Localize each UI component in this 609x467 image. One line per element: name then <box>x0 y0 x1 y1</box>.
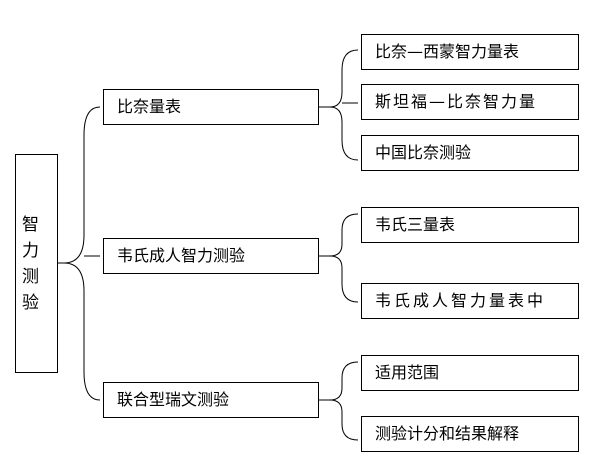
branch1-brace <box>319 49 359 161</box>
leaf-node: 斯坦福—比奈智力量 <box>361 84 579 120</box>
root-char: 力 <box>22 240 39 261</box>
leaf-node: 韦氏三量表 <box>361 207 579 243</box>
leaf-node: 适用范围 <box>361 355 579 391</box>
branch2-brace <box>319 213 359 303</box>
branch-node-wechsler: 韦氏成人智力测验 <box>103 238 319 274</box>
leaf-node: 比奈—西蒙智力量表 <box>361 34 579 70</box>
leaf-node: 中国比奈测验 <box>361 135 579 171</box>
branch3-brace <box>319 361 359 441</box>
branch-node-raven: 联合型瑞文测验 <box>103 382 319 418</box>
root-char: 验 <box>22 292 39 313</box>
leaf-node: 测验计分和结果解释 <box>361 416 579 452</box>
root-brace <box>58 106 101 401</box>
root-node: 智 力 测 验 <box>15 154 58 373</box>
root-char: 测 <box>22 266 39 287</box>
leaf-node: 韦氏成人智力量表中 <box>361 283 579 319</box>
root-char: 智 <box>22 214 39 235</box>
branch-node-binet: 比奈量表 <box>103 89 319 125</box>
